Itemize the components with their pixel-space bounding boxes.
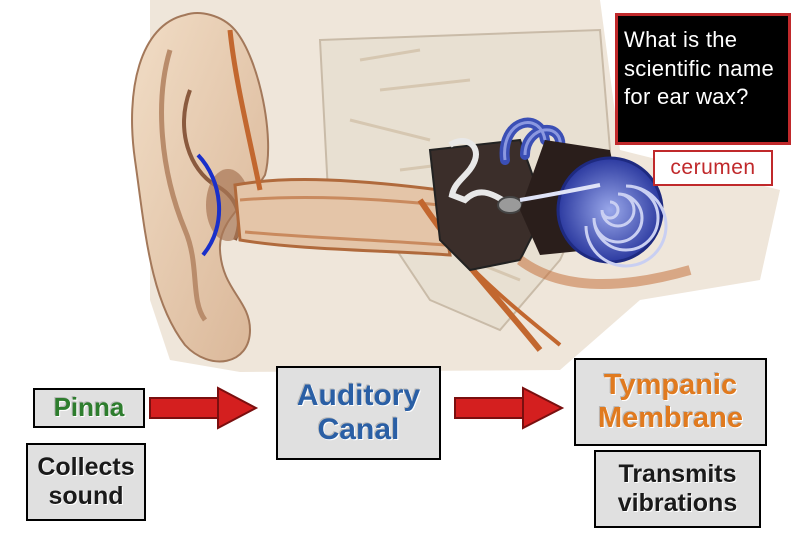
pinna-function-box: Collects sound — [26, 443, 146, 521]
question-box: What is the scientific name for ear wax? — [615, 13, 791, 145]
pinna-label-box: Pinna — [33, 388, 145, 428]
pinna-shape — [131, 12, 270, 363]
pinna-function-label: Collects sound — [37, 453, 135, 510]
answer-text: cerumen — [670, 155, 756, 179]
tympanic-function-label: Transmits vibrations — [617, 460, 738, 517]
answer-box: cerumen — [653, 150, 773, 186]
canal-label-box: Auditory Canal — [276, 366, 441, 460]
question-text: What is the scientific name for ear wax? — [624, 27, 775, 110]
arrow-canal-to-tympanic — [454, 386, 565, 430]
canal-label: Auditory Canal — [296, 378, 421, 447]
tympanic-label: Tympanic Membrane — [597, 368, 744, 434]
tympanic-function-box: Transmits vibrations — [594, 450, 761, 528]
tympanic-label-box: Tympanic Membrane — [574, 358, 767, 446]
ossicles — [448, 138, 512, 208]
concha-marker — [196, 153, 222, 257]
arrow-pinna-to-canal — [149, 386, 259, 430]
pinna-label: Pinna — [53, 392, 125, 423]
eustachian-tube — [517, 255, 692, 289]
